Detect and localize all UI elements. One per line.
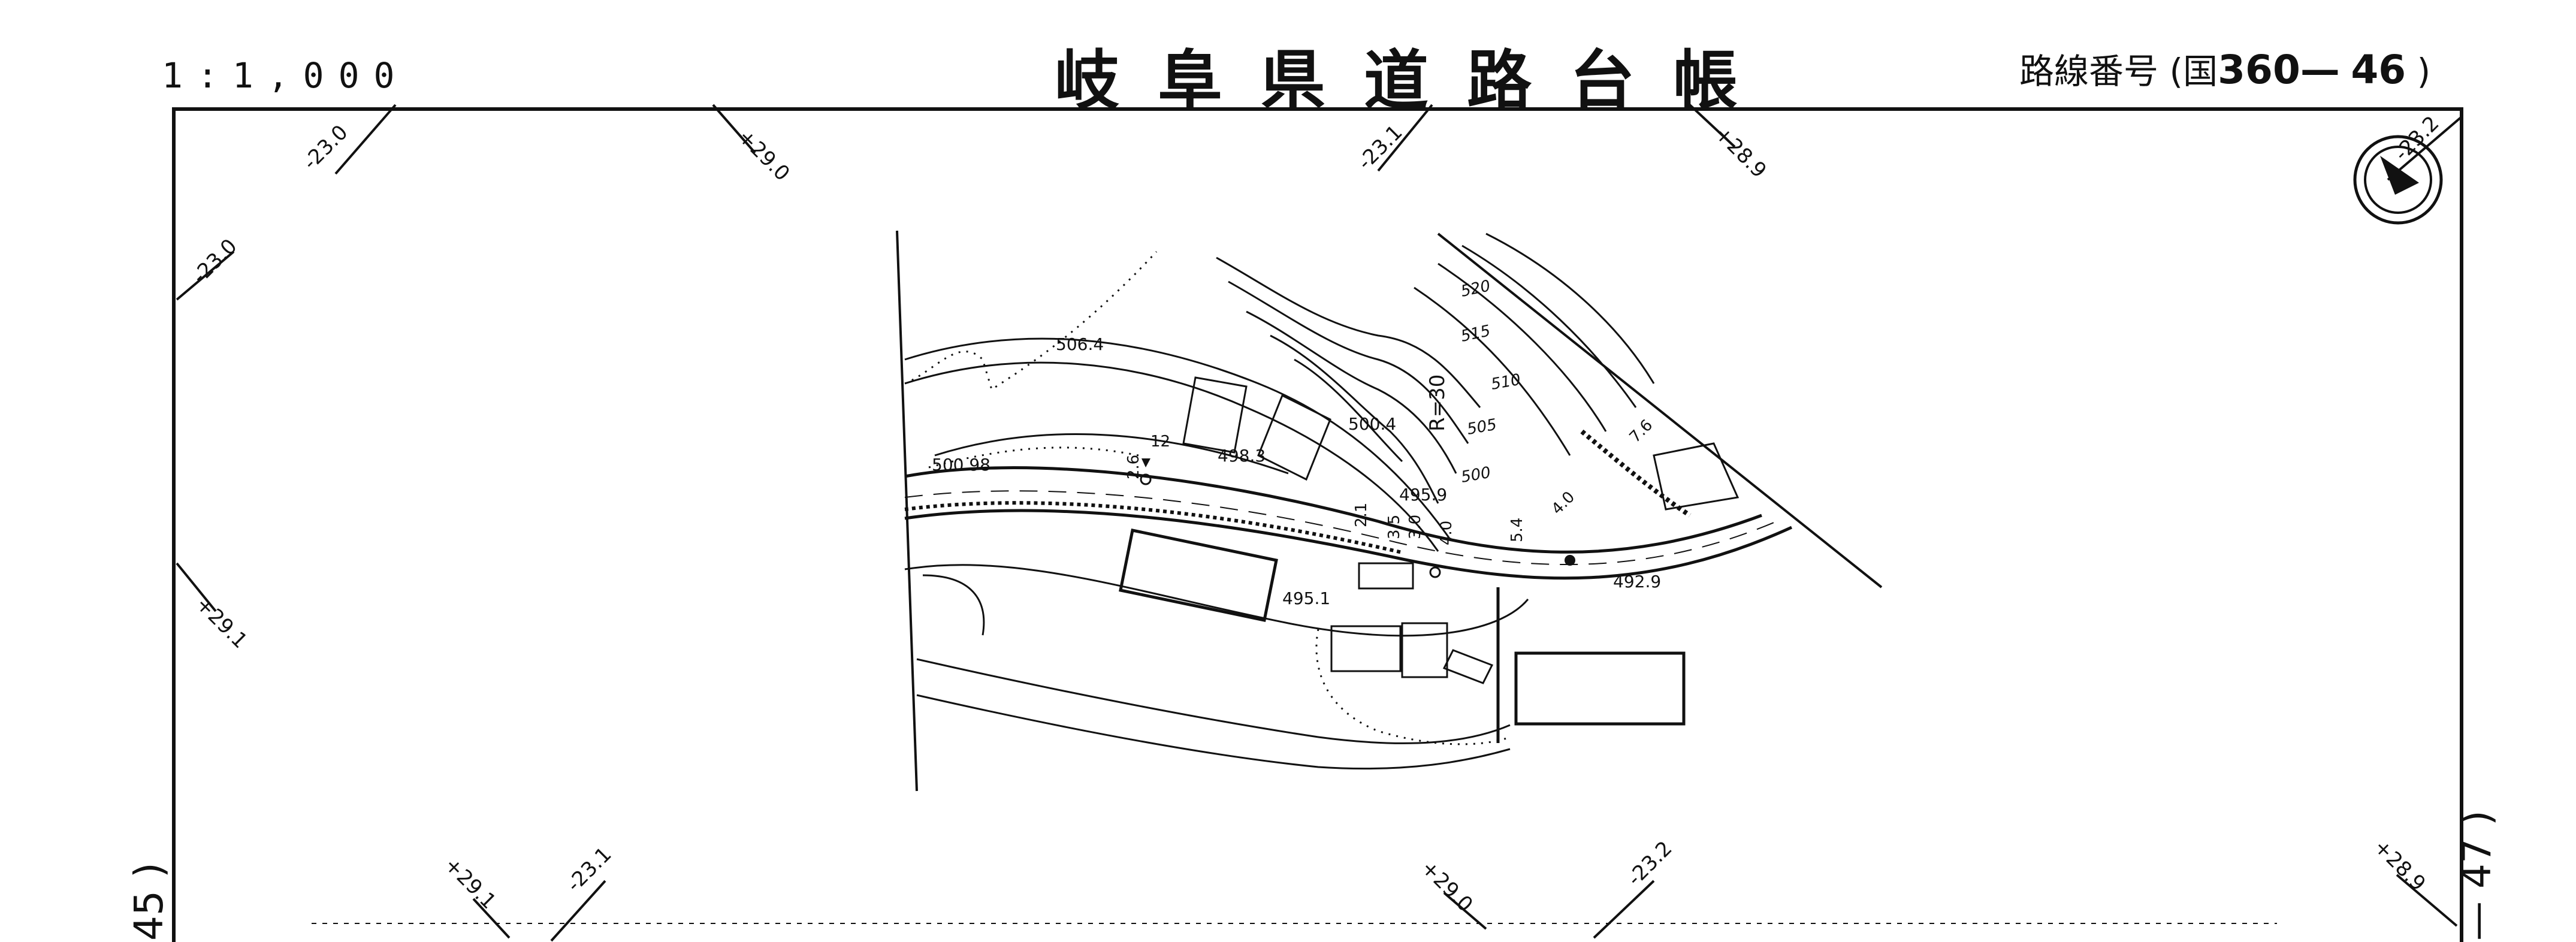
route-prefix: (国: [2169, 51, 2218, 92]
building: [1653, 442, 1740, 511]
road-label: R=30: [1426, 375, 1449, 431]
benchmark-marker: [1140, 473, 1152, 485]
survey-area: [896, 230, 1883, 792]
road-label: 12: [1150, 433, 1170, 451]
grid-label: +29.0: [1417, 856, 1478, 917]
road-label: 4.0: [1548, 488, 1578, 518]
grid-labels: -23.0 +29.0 -23.1 +28.9 -23.2 -23.0 +29.…: [188, 111, 2444, 917]
north-arrow-icon: [2353, 135, 2443, 225]
building: [1358, 562, 1414, 590]
elevation-label: 506.4: [1056, 334, 1104, 354]
benchmark-marker: [1141, 458, 1150, 467]
road-label: 3.5: [1385, 515, 1403, 539]
building: [1514, 651, 1686, 726]
retaining-wall: [904, 501, 1403, 554]
building: [1401, 622, 1448, 678]
map-scale: 1:1,000: [162, 55, 409, 96]
road-label: 2.6: [1125, 455, 1143, 479]
map-frame: [172, 107, 2463, 942]
road-edge: [904, 509, 1793, 580]
road-label: 3.0: [1406, 515, 1424, 539]
elevation-label: 500.98: [932, 455, 990, 475]
grid-label: +29.1: [191, 592, 252, 653]
grid-label: +28.9: [2369, 835, 2430, 896]
building: [1119, 529, 1278, 622]
retaining-wall: [1580, 429, 1692, 518]
grid-label: -23.0: [298, 120, 352, 174]
contour-label: 520: [1459, 277, 1492, 301]
grid-label: +29.1: [440, 853, 501, 914]
benchmark-marker: [1429, 566, 1441, 578]
route-number: 路線番号 (国360— 46 ): [2019, 43, 2430, 93]
contour-label: 500: [1460, 464, 1492, 487]
grid-label: -23.1: [562, 843, 616, 896]
road-label: 5.4: [1508, 518, 1526, 542]
survey-markers: [1140, 458, 1575, 578]
elevation-label: 498.3: [1218, 446, 1266, 466]
route-label: 路線番号: [2019, 51, 2159, 92]
building: [1257, 394, 1331, 481]
elevation-label: 500.4: [1348, 414, 1396, 434]
road-label: 2.1: [1352, 503, 1370, 527]
sheet-number: 46: [2351, 47, 2406, 93]
boundary-line: [1437, 233, 1883, 588]
grid-ticks: [176, 104, 2463, 942]
contour-label: 505: [1466, 416, 1498, 439]
benchmark-marker: [1565, 555, 1575, 566]
building: [1330, 625, 1402, 672]
contour-label: 510: [1490, 371, 1522, 394]
elevation-labels: 506.4 500.98 498.3 500.4 495.9 495.1 492…: [932, 334, 1661, 608]
grid-label: +29.0: [733, 125, 795, 186]
route-code: 360—: [2218, 47, 2340, 93]
elevation-label: 492.9: [1613, 572, 1661, 591]
road-edge: [904, 466, 1762, 554]
grid-label: -23.2: [1623, 837, 1677, 890]
route-suffix: ): [2417, 51, 2431, 92]
next-sheet-number: — 47 ): [2454, 810, 2500, 941]
map-title: 岐阜県道路台帳: [1055, 43, 1777, 119]
elevation-label: 495.1: [1282, 588, 1330, 608]
road-label: 4.0: [1438, 521, 1455, 545]
road-label: 7.6: [1626, 416, 1656, 446]
grid-label: +28.9: [1710, 122, 1771, 183]
contour-labels: 520 515 510 505 500: [1459, 277, 1522, 487]
elevation-label: 495.9: [1399, 485, 1447, 505]
building: [1442, 649, 1494, 684]
building: [1182, 376, 1248, 454]
grid-label: -23.0: [188, 234, 241, 288]
previous-sheet-number: 45 ): [126, 862, 172, 941]
road-labels: R=30 12 2.6 2.1 3.5 3.0 4.0 5.4 4.0 7.6: [1125, 375, 1656, 545]
